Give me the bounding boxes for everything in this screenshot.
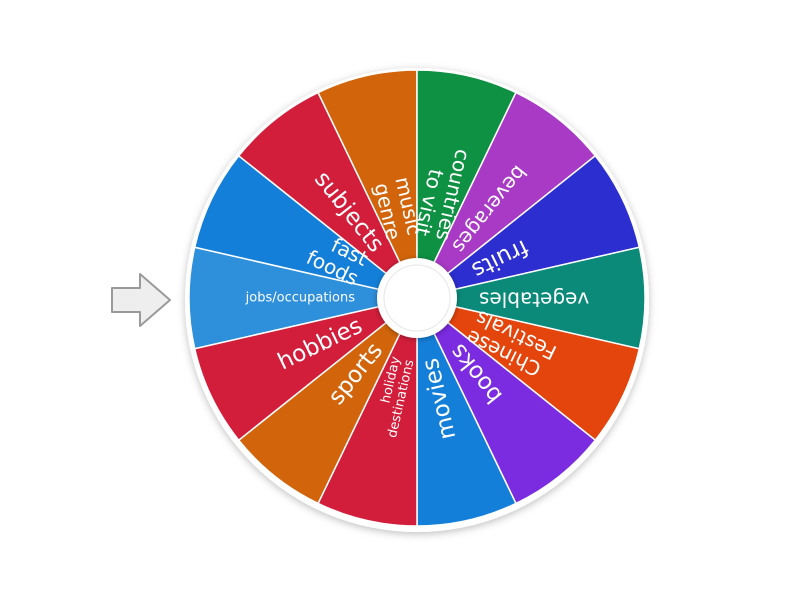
wheel-hub-inner [383, 264, 451, 332]
wheel-segment [416, 69, 517, 299]
wheel-segments [188, 69, 646, 527]
wheel-segment [317, 297, 418, 527]
wheel-segment [193, 297, 418, 442]
wheel-segment-label: jobs/occupations [245, 291, 356, 306]
wheel-segment [416, 297, 517, 527]
wheel-segment [237, 91, 418, 299]
wheel-segment [416, 154, 641, 299]
wheel-segment [416, 246, 646, 350]
wheel-segment [317, 69, 418, 299]
wheel-segment [416, 297, 641, 442]
pointer-arrow [111, 273, 171, 327]
wheel-segment [193, 154, 418, 299]
arrow-right-icon [111, 273, 171, 327]
wheel-segment [237, 297, 418, 505]
wheel-segment [416, 91, 597, 299]
wheel-segment [188, 246, 418, 350]
wheel-segment-label: vegetables [479, 288, 589, 312]
wheel-segment [416, 297, 597, 505]
